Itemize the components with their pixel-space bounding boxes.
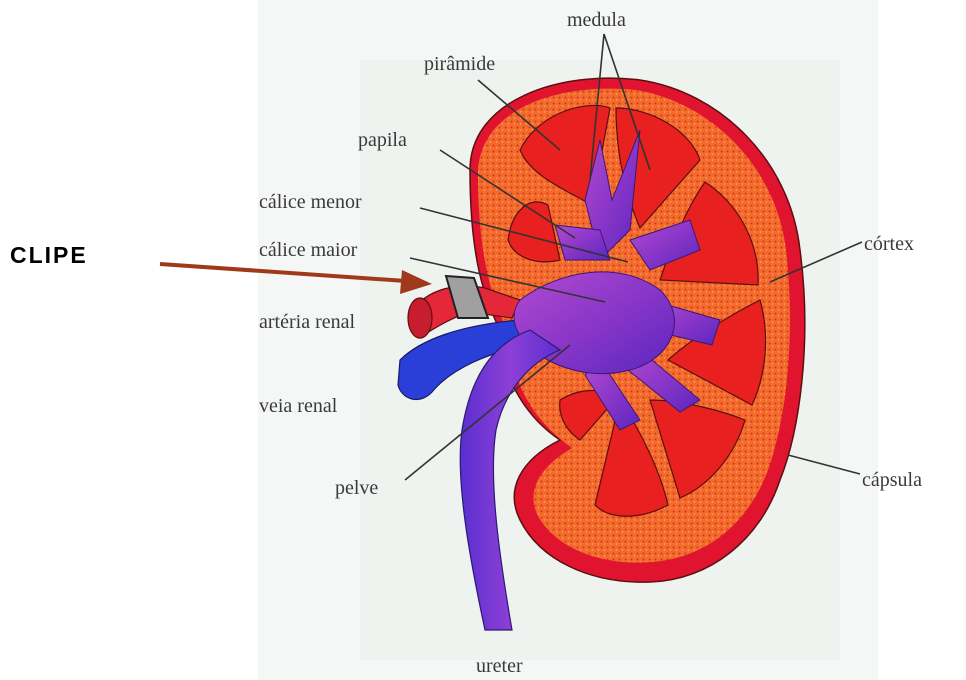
label-piramide: pirâmide: [424, 53, 495, 75]
label-calice-menor: cálice menor: [259, 191, 362, 213]
label-calice-maior: cálice maior: [259, 239, 358, 261]
label-papila: papila: [358, 129, 407, 151]
label-capsula: cápsula: [862, 469, 922, 491]
label-clipe: CLIPE: [10, 242, 88, 268]
label-arteria-renal: artéria renal: [259, 311, 355, 333]
label-veia-renal: veia renal: [259, 395, 338, 417]
label-cortex: córtex: [864, 233, 914, 255]
label-medula: medula: [567, 9, 626, 31]
label-ureter: ureter: [476, 655, 523, 677]
label-pelve: pelve: [335, 477, 378, 499]
